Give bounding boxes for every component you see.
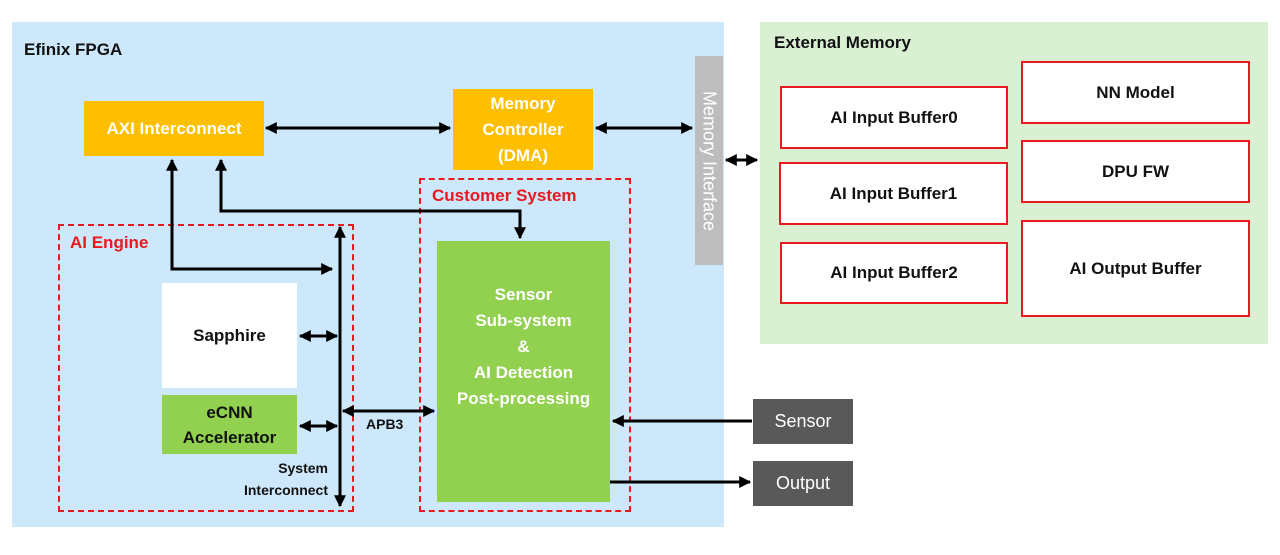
ai-input-buffer2[interactable]: AI Input Buffer2 <box>780 242 1008 304</box>
ai-engine-label: AI Engine <box>70 233 149 252</box>
ecnn-line-2: Accelerator <box>182 427 277 447</box>
memory-interface-label: Memory Interface <box>699 90 720 231</box>
ecnn-line-1: eCNN <box>206 402 253 422</box>
axi-interconnect-block[interactable]: AXI Interconnect <box>84 101 264 156</box>
memory-interface-block[interactable]: Memory Interface <box>695 56 723 265</box>
ai-input-buffer1[interactable]: AI Input Buffer1 <box>779 162 1008 225</box>
memctrl-line-1: Memory <box>490 93 556 113</box>
system-interconnect-line-2: Interconnect <box>243 482 328 498</box>
ecnn-accelerator-block[interactable]: eCNN Accelerator <box>162 395 297 454</box>
system-interconnect-line-1: System <box>278 460 328 476</box>
external-memory-title: External Memory <box>774 33 911 52</box>
nn-model-buffer[interactable]: NN Model <box>1021 61 1250 124</box>
dpu-fw-buffer[interactable]: DPU FW <box>1021 140 1250 203</box>
fpga-title: Efinix FPGA <box>24 40 123 59</box>
sapphire-block[interactable]: Sapphire <box>162 283 297 388</box>
sensor-subsystem-line-1: Sensor <box>494 284 553 304</box>
memctrl-line-2: Controller <box>482 119 564 139</box>
customer-system-label: Customer System <box>432 186 577 205</box>
output-block[interactable]: Output <box>753 461 853 506</box>
ai-input-buffer0[interactable]: AI Input Buffer0 <box>780 86 1008 149</box>
memory-controller-block[interactable]: Memory Controller (DMA) <box>453 89 593 170</box>
memctrl-line-3: (DMA) <box>497 145 549 165</box>
system-interconnect-label: System Interconnect <box>210 457 328 501</box>
ai-output-buffer[interactable]: AI Output Buffer <box>1021 220 1250 317</box>
sensor-subsystem-block[interactable]: Sensor Sub-system & AI Detection Post-pr… <box>437 241 610 502</box>
sensor-subsystem-line-2: Sub-system <box>475 310 572 330</box>
apb3-label: APB3 <box>366 416 404 432</box>
sensor-subsystem-line-5: Post-processing <box>456 388 591 408</box>
sensor-subsystem-line-3: & <box>517 336 530 356</box>
sensor-block[interactable]: Sensor <box>753 399 853 444</box>
sensor-subsystem-line-4: AI Detection <box>473 362 574 382</box>
